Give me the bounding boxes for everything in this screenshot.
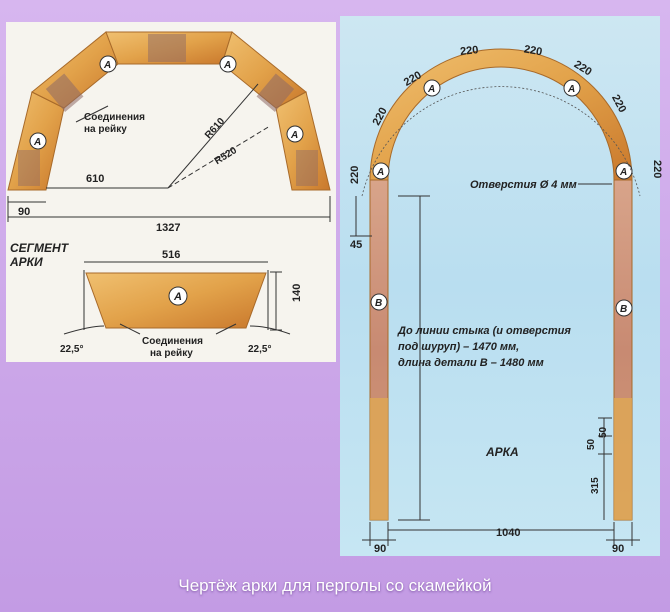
arc-segment-dim: 220 [651,160,663,178]
total-width-label: 1327 [156,222,180,234]
radius-lines [75,83,271,189]
part-a-label: A [376,167,384,178]
angle-left-label: 22,5° [60,344,83,355]
image-caption: Чертёж арки для перголы со скамейкой [178,576,492,595]
radius-inner-label: R520 [213,145,239,167]
arch-title: АРКА [485,445,519,459]
segment-joint-label: на рейку [150,348,193,359]
segment-length-label: 516 [162,249,180,261]
post-left-lower [370,398,388,520]
round-arch-markers: A A A A B B [370,79,633,317]
part-a-markers: A A A A [29,55,304,150]
part-a-label: A [223,60,231,71]
dim-50-label: 50 [586,438,597,450]
side-width-label: 90 [18,206,30,218]
joint-strip [148,34,186,62]
segmented-arch [7,31,331,191]
bottom-dims [362,522,640,546]
part-a-label: A [103,60,111,71]
holes-label: Отверстия Ø 4 мм [470,179,577,191]
segment-height-label: 140 [291,284,303,302]
dimension-lines [7,187,331,222]
arc-dim-line [361,86,641,197]
part-a-label: A [33,137,41,148]
part-a-label: A [427,84,435,95]
note-line: До линии стыка (и отверстия [397,325,571,337]
arch-segment-5 [275,91,331,191]
dim-315-label: 315 [590,477,601,494]
segment-part-label: A [173,291,182,303]
joint-strip [18,150,40,186]
angle-arcs [63,323,291,335]
segment-part-marker [168,286,188,306]
arc-segment-dim: 220 [460,44,480,58]
part-a-label: A [619,167,627,178]
radius-outer-label: R610 [203,116,227,141]
segment-title: СЕГМЕНТ [10,241,70,255]
segment-joint-label: Соединения [142,336,203,347]
angle-right-label: 22,5° [248,344,271,355]
joint-strip [45,73,84,112]
joint-strip [256,73,295,112]
offset-top-label: 45 [350,239,362,251]
vertical-dims [350,195,612,521]
joint-label: на рейку [84,124,127,135]
segment-title: АРКИ [9,255,43,269]
note-line: под шуруп) – 1470 мм, [398,341,519,353]
joint-label: Соединения [84,112,145,123]
left-width-label: 90 [374,543,386,555]
part-a-label: A [290,130,298,141]
post-right-lower [614,398,632,520]
segment-dimension-lines [83,261,282,331]
part-b-label: B [375,298,382,309]
dim-50-label: 50 [598,426,609,438]
span-label: 1040 [496,527,520,539]
right-width-label: 90 [612,543,624,555]
arc-segment-dim: 220 [349,166,361,184]
arc-segment-dim: 220 [523,43,543,58]
joint-strip [296,150,318,186]
part-b-label: B [620,304,627,315]
note-line: длина детали B – 1480 мм [398,357,544,369]
half-width-label: 610 [86,173,104,185]
part-a-label: A [567,84,575,95]
